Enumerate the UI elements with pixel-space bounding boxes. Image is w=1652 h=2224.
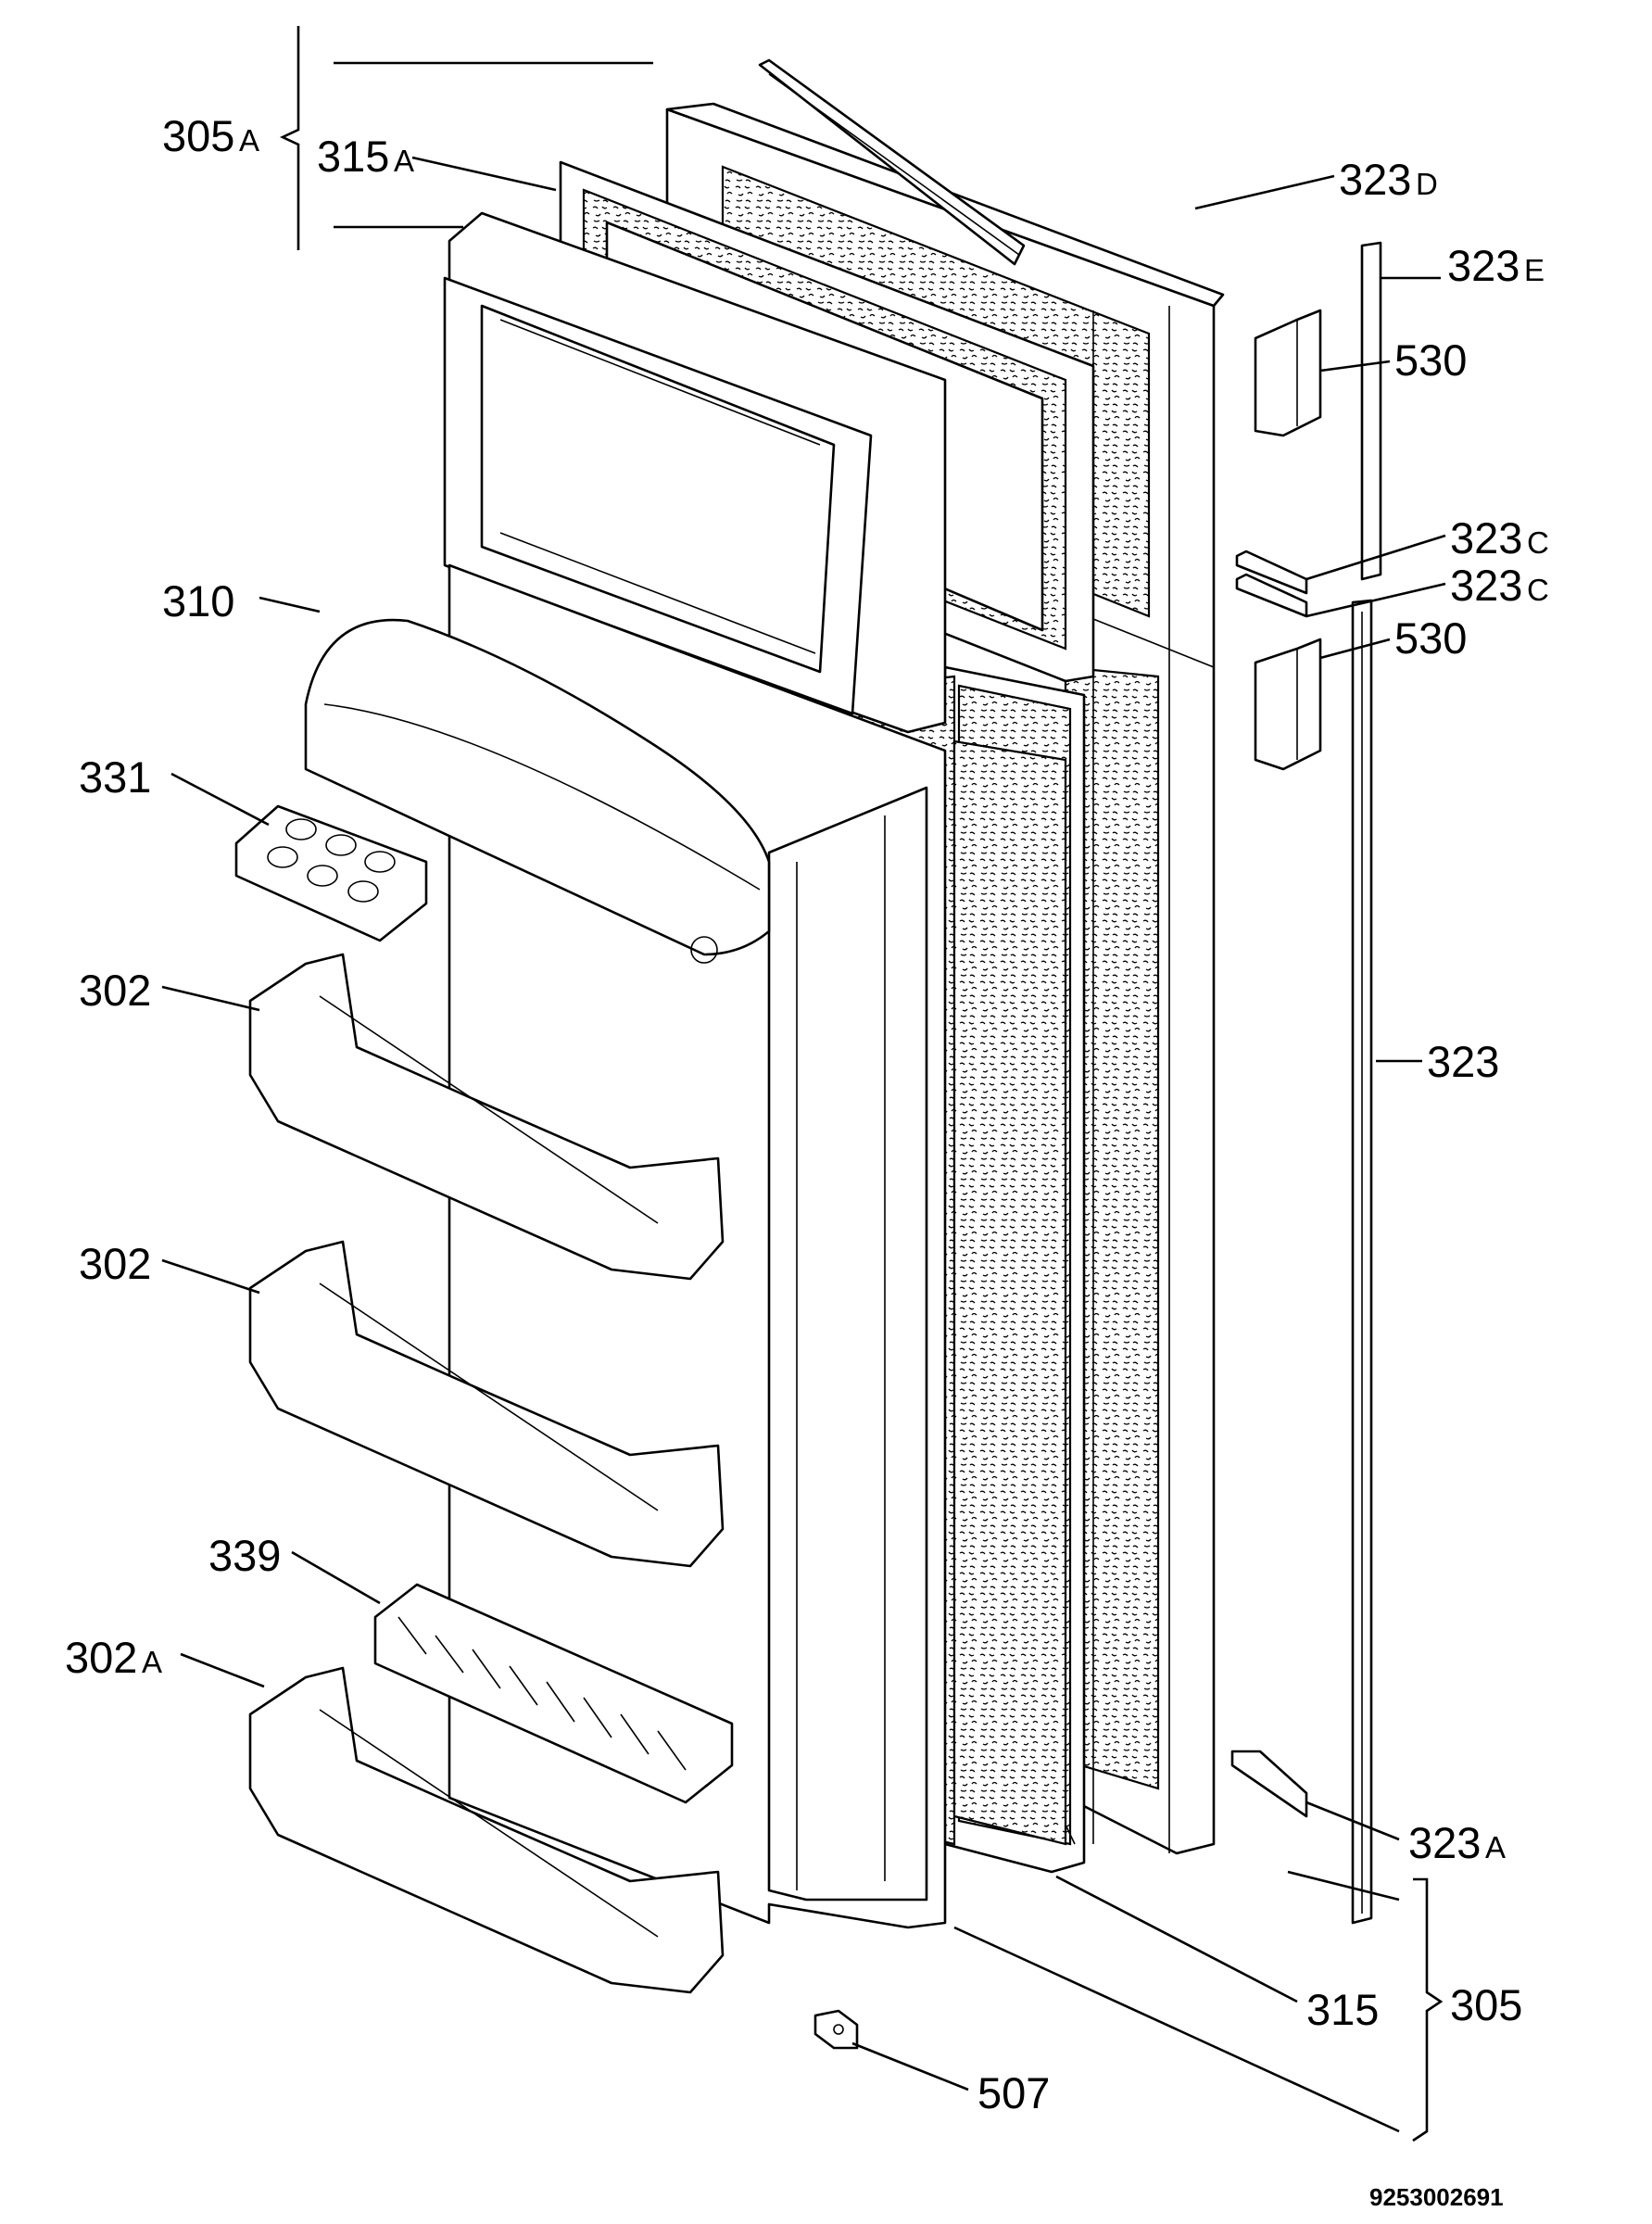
callout-530-upper: 530 bbox=[1394, 335, 1467, 385]
callout-315: 315 bbox=[1306, 1985, 1379, 2034]
svg-text:D: D bbox=[1416, 167, 1438, 201]
grid-shelf-339 bbox=[373, 1583, 734, 1804]
callout-302-upper: 302 bbox=[79, 966, 151, 1015]
bracket-323a bbox=[1230, 1750, 1308, 1818]
callout-323c-upper: 323 C bbox=[1450, 513, 1549, 562]
door-shelf-302a bbox=[248, 1666, 725, 1994]
svg-text:A: A bbox=[394, 144, 414, 178]
hinge-bracket-530-upper bbox=[1254, 309, 1322, 437]
callout-323d: 323 D bbox=[1339, 155, 1438, 204]
svg-text:A: A bbox=[1485, 1830, 1506, 1864]
group-bracket-305 bbox=[953, 1870, 1444, 2142]
group-bracket-305a bbox=[279, 26, 653, 250]
svg-text:E: E bbox=[1524, 253, 1545, 287]
svg-text:C: C bbox=[1527, 573, 1549, 607]
callout-323e: 323 E bbox=[1447, 241, 1545, 290]
callout-323a: 323 A bbox=[1408, 1818, 1506, 1867]
svg-text:323: 323 bbox=[1450, 513, 1522, 562]
door-shelf-302-lower bbox=[248, 1240, 725, 1568]
clip-507 bbox=[813, 2009, 859, 2050]
callout-302-lower: 302 bbox=[79, 1239, 151, 1288]
svg-text:302: 302 bbox=[65, 1633, 137, 1682]
callout-315a: 315 A bbox=[317, 132, 414, 181]
side-strip-323e bbox=[1360, 241, 1382, 581]
hinge-bracket-530-lower bbox=[1254, 638, 1322, 771]
side-strip-323 bbox=[1351, 599, 1373, 1925]
svg-text:A: A bbox=[239, 123, 259, 158]
door-shelf-302-upper bbox=[248, 953, 725, 1281]
svg-text:323: 323 bbox=[1339, 155, 1411, 204]
callout-331: 331 bbox=[79, 752, 151, 802]
callout-310: 310 bbox=[162, 576, 234, 626]
leader-lines bbox=[161, 156, 1446, 2091]
upper-inner-liner bbox=[443, 211, 947, 734]
svg-text:305: 305 bbox=[162, 111, 234, 160]
callout-507: 507 bbox=[977, 2068, 1050, 2117]
svg-text:315: 315 bbox=[317, 132, 389, 181]
callout-339: 339 bbox=[208, 1531, 281, 1580]
callout-323c-lower: 323 C bbox=[1450, 561, 1549, 610]
egg-tray-331 bbox=[234, 804, 428, 942]
callout-305: 305 bbox=[1450, 1980, 1522, 2029]
dairy-cover-310 bbox=[304, 618, 771, 964]
svg-text:323: 323 bbox=[1447, 241, 1520, 290]
svg-text:C: C bbox=[1527, 525, 1549, 560]
callout-305a: 305 A bbox=[162, 111, 259, 160]
callout-323: 323 bbox=[1427, 1037, 1499, 1086]
callout-302a: 302 A bbox=[65, 1633, 162, 1682]
document-number: 9253002691 bbox=[1369, 2183, 1504, 2211]
callout-530-lower: 530 bbox=[1394, 613, 1467, 663]
hinge-strip-323d bbox=[758, 58, 1026, 266]
svg-text:323: 323 bbox=[1408, 1818, 1481, 1867]
svg-text:A: A bbox=[142, 1645, 162, 1679]
svg-text:323: 323 bbox=[1450, 561, 1522, 610]
stop-323c bbox=[1235, 550, 1308, 618]
